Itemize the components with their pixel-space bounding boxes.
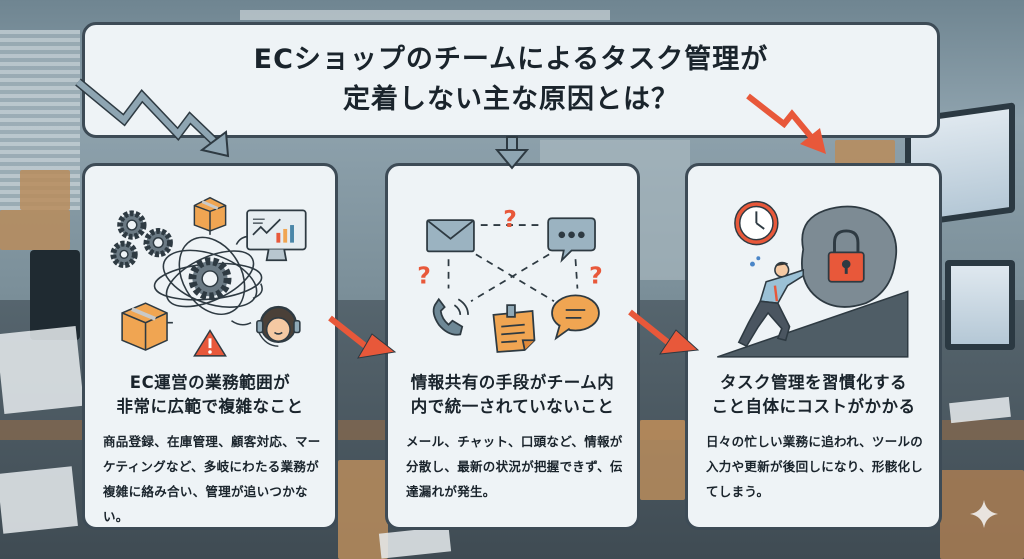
support-agent-icon xyxy=(256,305,301,347)
chat-bubble-icon xyxy=(547,217,596,263)
background-monitor xyxy=(30,250,80,340)
header-title-line-2: 定着しない主な原因とは？ xyxy=(343,84,679,115)
scattered-communication-illustration: ? ? ? xyxy=(417,205,603,353)
card-2-title: 情報共有の手段がチーム内 内で統一されていないこと xyxy=(388,371,637,419)
warning-icon xyxy=(193,329,227,357)
svg-text:?: ? xyxy=(503,205,517,233)
svg-text:?: ? xyxy=(589,262,603,290)
pushing-boulder-illustration xyxy=(717,200,909,358)
background-box xyxy=(835,140,895,164)
cause-card-1: EC運営の業務範囲が 非常に広範で複雑なこと 商品登録、在庫管理、顧客対応、マー… xyxy=(82,163,338,530)
speech-bubble-icon xyxy=(551,294,600,341)
sticky-note-icon xyxy=(492,304,536,353)
background-papers xyxy=(0,326,84,414)
package-icon xyxy=(193,196,227,232)
card-1-title-line-2: 非常に広範で複雑なこと xyxy=(116,397,304,416)
clock-icon xyxy=(734,200,779,246)
hill-slope xyxy=(717,290,909,358)
phone-icon xyxy=(432,297,469,336)
card-1-description: 商品登録、在庫管理、顧客対応、マーケティングなど、多岐にわたる業務が複雑に絡み合… xyxy=(103,434,321,524)
card-1-title-line-1: EC運営の業務範囲が xyxy=(129,373,291,392)
mail-icon xyxy=(426,219,475,253)
svg-text:?: ? xyxy=(417,262,431,290)
question-mark-icon: ? ? ? xyxy=(417,205,602,290)
background-papers xyxy=(0,466,78,534)
tangled-workflow-illustration xyxy=(110,196,307,357)
lock-icon xyxy=(827,229,865,283)
card-2-description: メール、チャット、口頭など、情報が分散し、最新の状況が把握できず、伝達漏れが発生… xyxy=(406,434,623,499)
cause-card-3: タスク管理を習慣化する こと自体にコストがかかる 日々の忙しい業務に追われ、ツー… xyxy=(685,163,942,530)
card-3-title-line-1: タスク管理を習慣化する xyxy=(720,373,907,392)
card-3-description: 日々の忙しい業務に追われ、ツールの入力や更新が後回しになり、形骸化してしまう。 xyxy=(706,434,924,499)
card-3-title: タスク管理を習慣化する こと自体にコストがかかる xyxy=(688,371,939,419)
person-pushing-icon xyxy=(737,256,805,348)
background-box xyxy=(640,420,685,500)
gear-icon xyxy=(110,210,232,301)
background-box xyxy=(20,170,70,210)
card-1-title: EC運営の業務範囲が 非常に広範で複雑なこと xyxy=(85,371,335,419)
monitor-chart-icon xyxy=(246,209,307,262)
card-3-title-line-2: こと自体にコストがかかる xyxy=(711,397,916,416)
cause-card-2: ? ? ? 情報共有の手段がチーム内 内で統一されていないこと メール、チャット… xyxy=(385,163,640,530)
header-title-line-1: ECショップのチームによるタスク管理が xyxy=(253,44,769,75)
sparkle-icon xyxy=(970,500,998,528)
package-icon xyxy=(121,302,168,351)
card-2-title-line-2: 内で統一されていないこと xyxy=(410,397,615,416)
background-monitor xyxy=(945,260,1015,350)
header-title-box: ECショップのチームによるタスク管理が 定着しない主な原因とは？ xyxy=(82,22,940,138)
background-box xyxy=(0,210,70,250)
background-shelf xyxy=(240,10,610,20)
card-2-title-line-1: 情報共有の手段がチーム内 xyxy=(410,373,615,392)
